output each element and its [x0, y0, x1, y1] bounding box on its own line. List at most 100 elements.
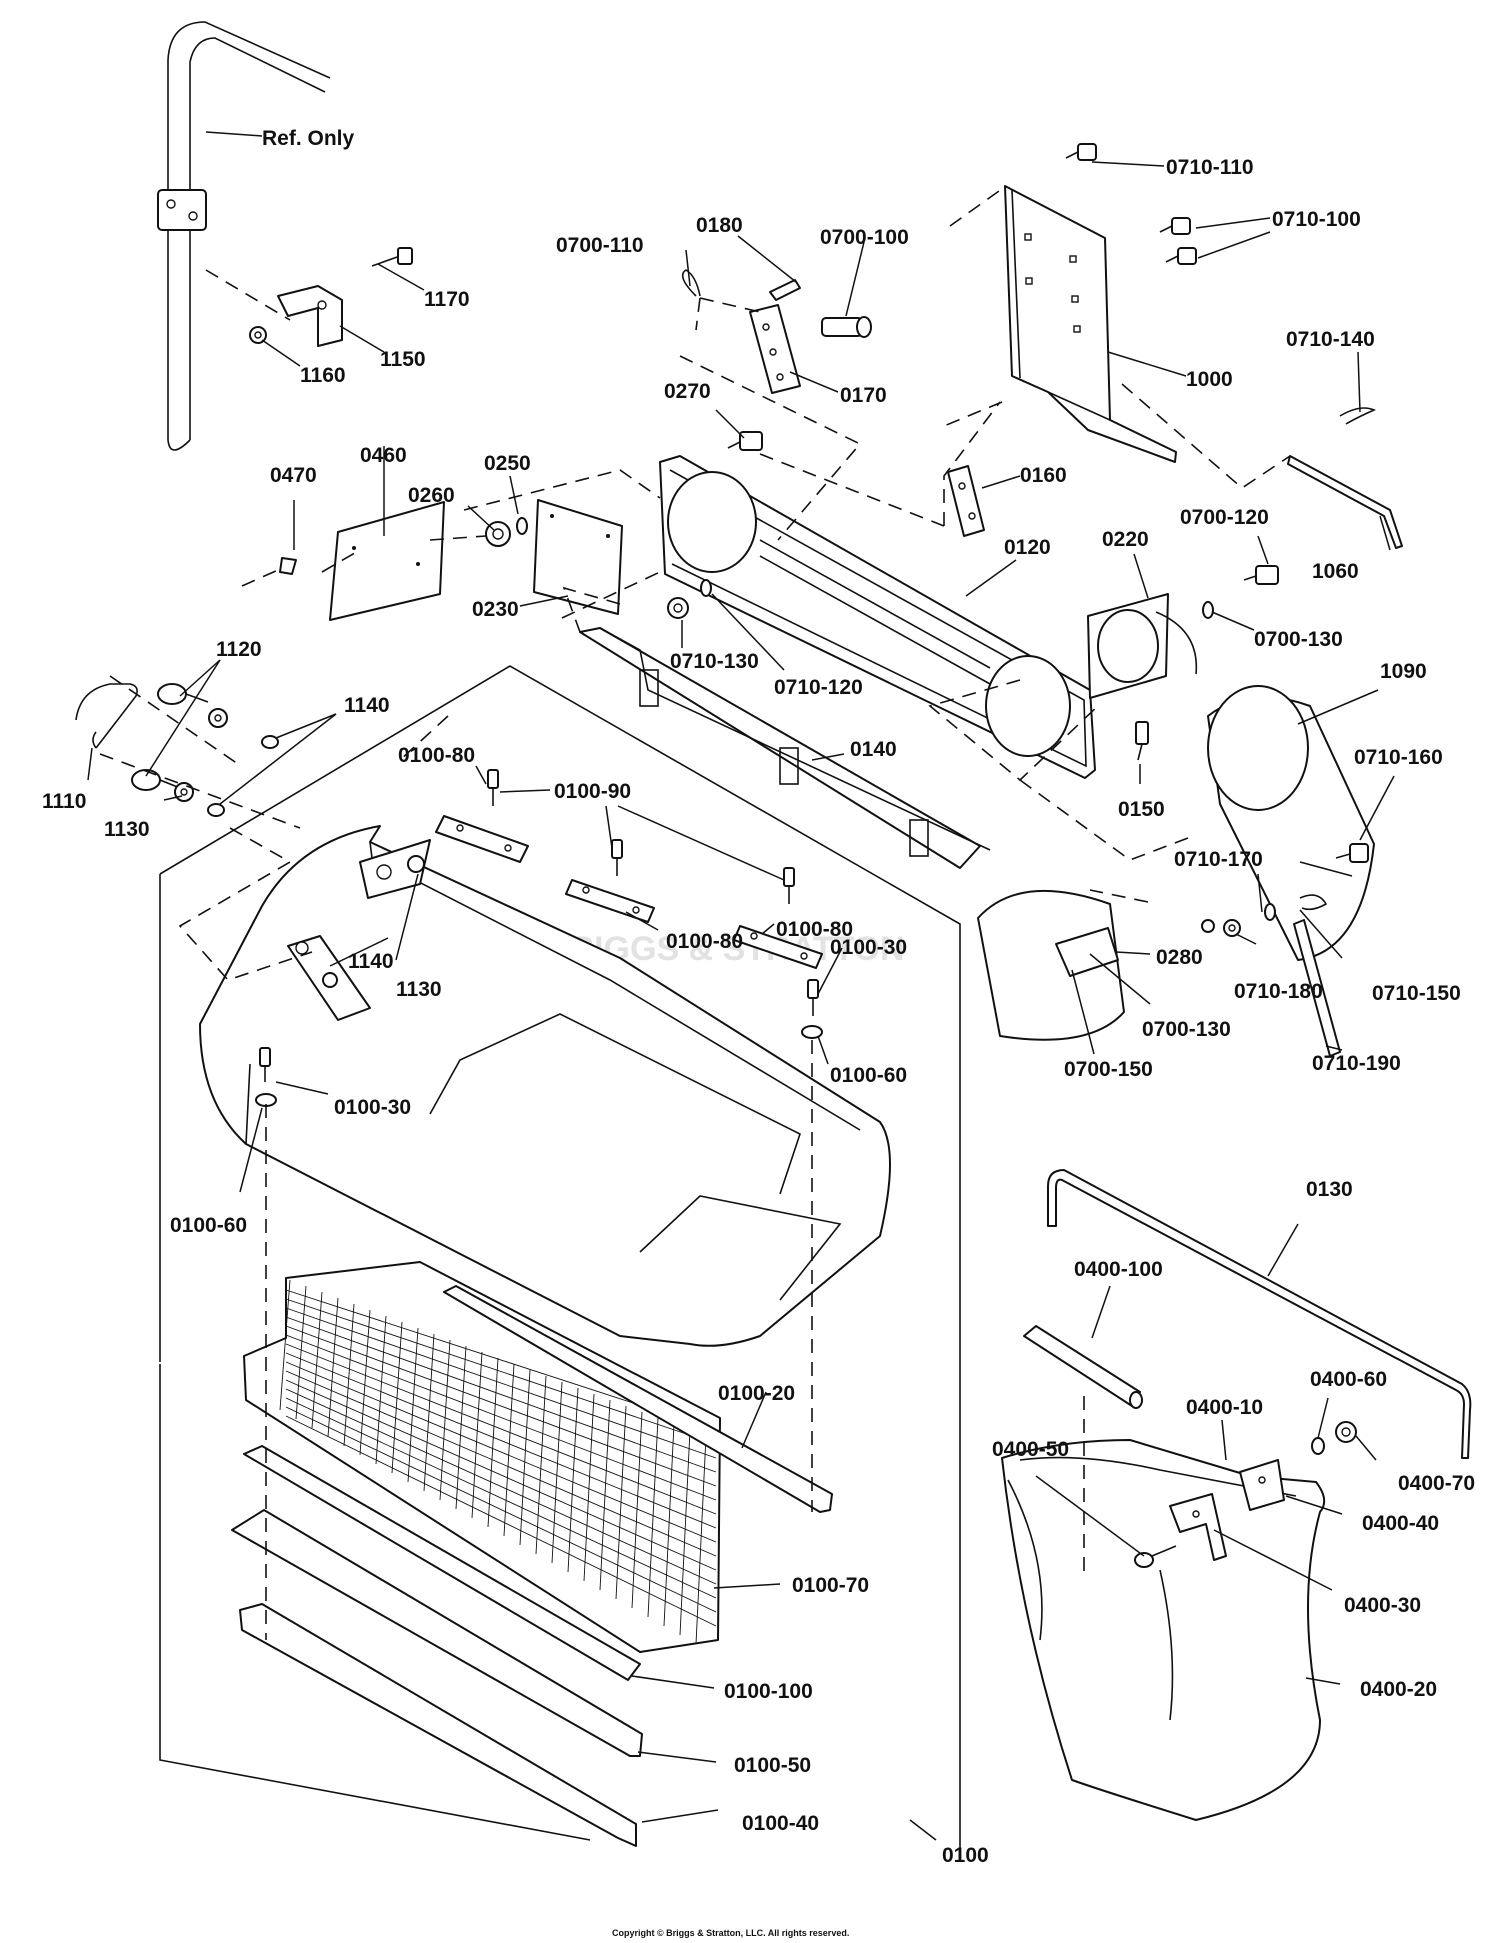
handle-frame-0130: [1047, 1169, 1472, 1459]
plate-0460: [329, 501, 445, 621]
nut-0400-70: [1335, 1421, 1357, 1443]
label-0400-40: 0400-40: [1362, 1512, 1439, 1535]
bracket-1150: [277, 285, 343, 347]
bolt-0270: [727, 431, 763, 451]
label-0220: 0220: [1102, 528, 1149, 551]
bracket-0400-30: [1169, 1493, 1227, 1561]
washer-0710-120: [700, 579, 712, 597]
label-0100-90: 0100-90: [554, 780, 631, 803]
label-1170: 1170: [424, 288, 470, 311]
hairpin-0710-140: [1339, 407, 1377, 425]
label-1130-b: 1130: [396, 978, 442, 1001]
screen-0100-70: [243, 1261, 721, 1653]
strip-0100-40: [239, 1603, 637, 1847]
label-0250: 0250: [484, 452, 531, 475]
assembly-lines: [99, 185, 1291, 1640]
label-0700-100: 0700-100: [820, 226, 909, 249]
fasteners-0710-170-180: [1201, 903, 1276, 937]
leader-lines: [87, 131, 1395, 1841]
part-labels: Ref. Only 1170 1150 1160 0700-110 0180 0…: [42, 127, 1475, 1867]
label-0460: 0460: [360, 444, 407, 467]
rivet-0100-30-right: [807, 979, 819, 1016]
label-1160: 1160: [300, 364, 346, 387]
label-1110: 1110: [42, 790, 86, 813]
washer-0100-60-right: [801, 1025, 823, 1039]
label-0710-150: 0710-150: [1372, 982, 1461, 1005]
strap-0100-80-b: [565, 879, 655, 923]
label-0710-120: 0710-120: [774, 676, 863, 699]
bracket-0170: [749, 304, 801, 394]
pin-0180: [769, 279, 801, 301]
label-0230: 0230: [472, 598, 519, 621]
label-1140-b: 1140: [348, 950, 394, 973]
bolt-0400-50: [1134, 1545, 1177, 1568]
rivets-0100-90: [487, 769, 795, 904]
label-0710-100: 0710-100: [1272, 208, 1361, 231]
hairpin-0700-110: [681, 269, 701, 297]
bolts-0710-100: [1159, 217, 1197, 265]
chain-1110: [75, 683, 138, 749]
label-0180: 0180: [696, 214, 743, 237]
strip-0100-100: [243, 1445, 641, 1681]
bolt-0710-110: [1065, 143, 1097, 161]
bag-0400-20: [1001, 1439, 1326, 1821]
label-0400-50: 0400-50: [992, 1438, 1069, 1461]
label-0710-160: 0710-160: [1354, 746, 1443, 769]
spring-0710-190: [1293, 919, 1341, 1057]
label-0710-130: 0710-130: [670, 650, 759, 673]
label-0700-120: 0700-120: [1180, 506, 1269, 529]
label-0700-110: 0700-110: [556, 234, 644, 257]
label-1090: 1090: [1380, 660, 1427, 683]
label-0400-10: 0400-10: [1186, 1396, 1263, 1419]
deflector-1000: [1004, 185, 1177, 463]
wingnut-0470: [279, 557, 297, 575]
bolt-0710-160: [1335, 843, 1369, 863]
label-0100-60-b: 0100-60: [170, 1214, 247, 1237]
label-0400-60: 0400-60: [1310, 1368, 1387, 1391]
pin-0700-100: [821, 316, 872, 338]
label-0100-60-a: 0100-60: [830, 1064, 907, 1087]
nut-1160: [249, 326, 267, 344]
label-0710-110: 0710-110: [1166, 156, 1254, 179]
label-0140: 0140: [850, 738, 897, 761]
bag-lid: [199, 825, 891, 1347]
label-0100-20: 0100-20: [718, 1382, 795, 1405]
label-1140-a: 1140: [344, 694, 390, 717]
washer-0400-60: [1311, 1437, 1325, 1455]
label-0100: 0100: [942, 1844, 989, 1867]
hood-0280: [977, 889, 1125, 1041]
angle-0140: [579, 627, 991, 869]
label-0400-100: 0400-100: [1074, 1258, 1163, 1281]
bracket-0400-40: [1239, 1459, 1285, 1511]
strap-0100-80-c: [733, 925, 823, 969]
assembly-box-0100: [159, 665, 961, 1850]
rivet-0100-30-left: [259, 1047, 271, 1082]
adapter-0220: [1087, 593, 1198, 699]
label-0700-150: 0700-150: [1064, 1058, 1153, 1081]
label-0130: 0130: [1306, 1178, 1353, 1201]
washers-1140: [207, 735, 279, 817]
label-0260: 0260: [408, 484, 455, 507]
nut-0710-130: [667, 597, 689, 619]
label-0280: 0280: [1156, 946, 1203, 969]
label-0400-70: 0400-70: [1398, 1472, 1475, 1495]
chute-1090: [1207, 685, 1375, 961]
label-0100-80-b: 0100-80: [666, 930, 743, 953]
washer-0250: [516, 517, 528, 535]
rod-1060: [1287, 455, 1403, 549]
strip-0100-20: [443, 1285, 833, 1513]
label-0710-190: 0710-190: [1312, 1052, 1401, 1075]
label-0100-80-c: 0100-80: [776, 918, 853, 941]
label-0270: 0270: [664, 380, 711, 403]
label-ref-only: Ref. Only: [262, 127, 355, 150]
label-0710-140: 0710-140: [1286, 328, 1375, 351]
label-0710-180: 0710-180: [1234, 980, 1323, 1003]
label-0170: 0170: [840, 384, 887, 407]
tube-0400-100: [1023, 1325, 1143, 1409]
clip-0710-150: [1299, 894, 1328, 911]
label-0100-80-a: 0100-80: [398, 744, 475, 767]
label-0470: 0470: [270, 464, 317, 487]
label-1120: 1120: [216, 638, 262, 661]
bolt-1170: [371, 247, 413, 267]
